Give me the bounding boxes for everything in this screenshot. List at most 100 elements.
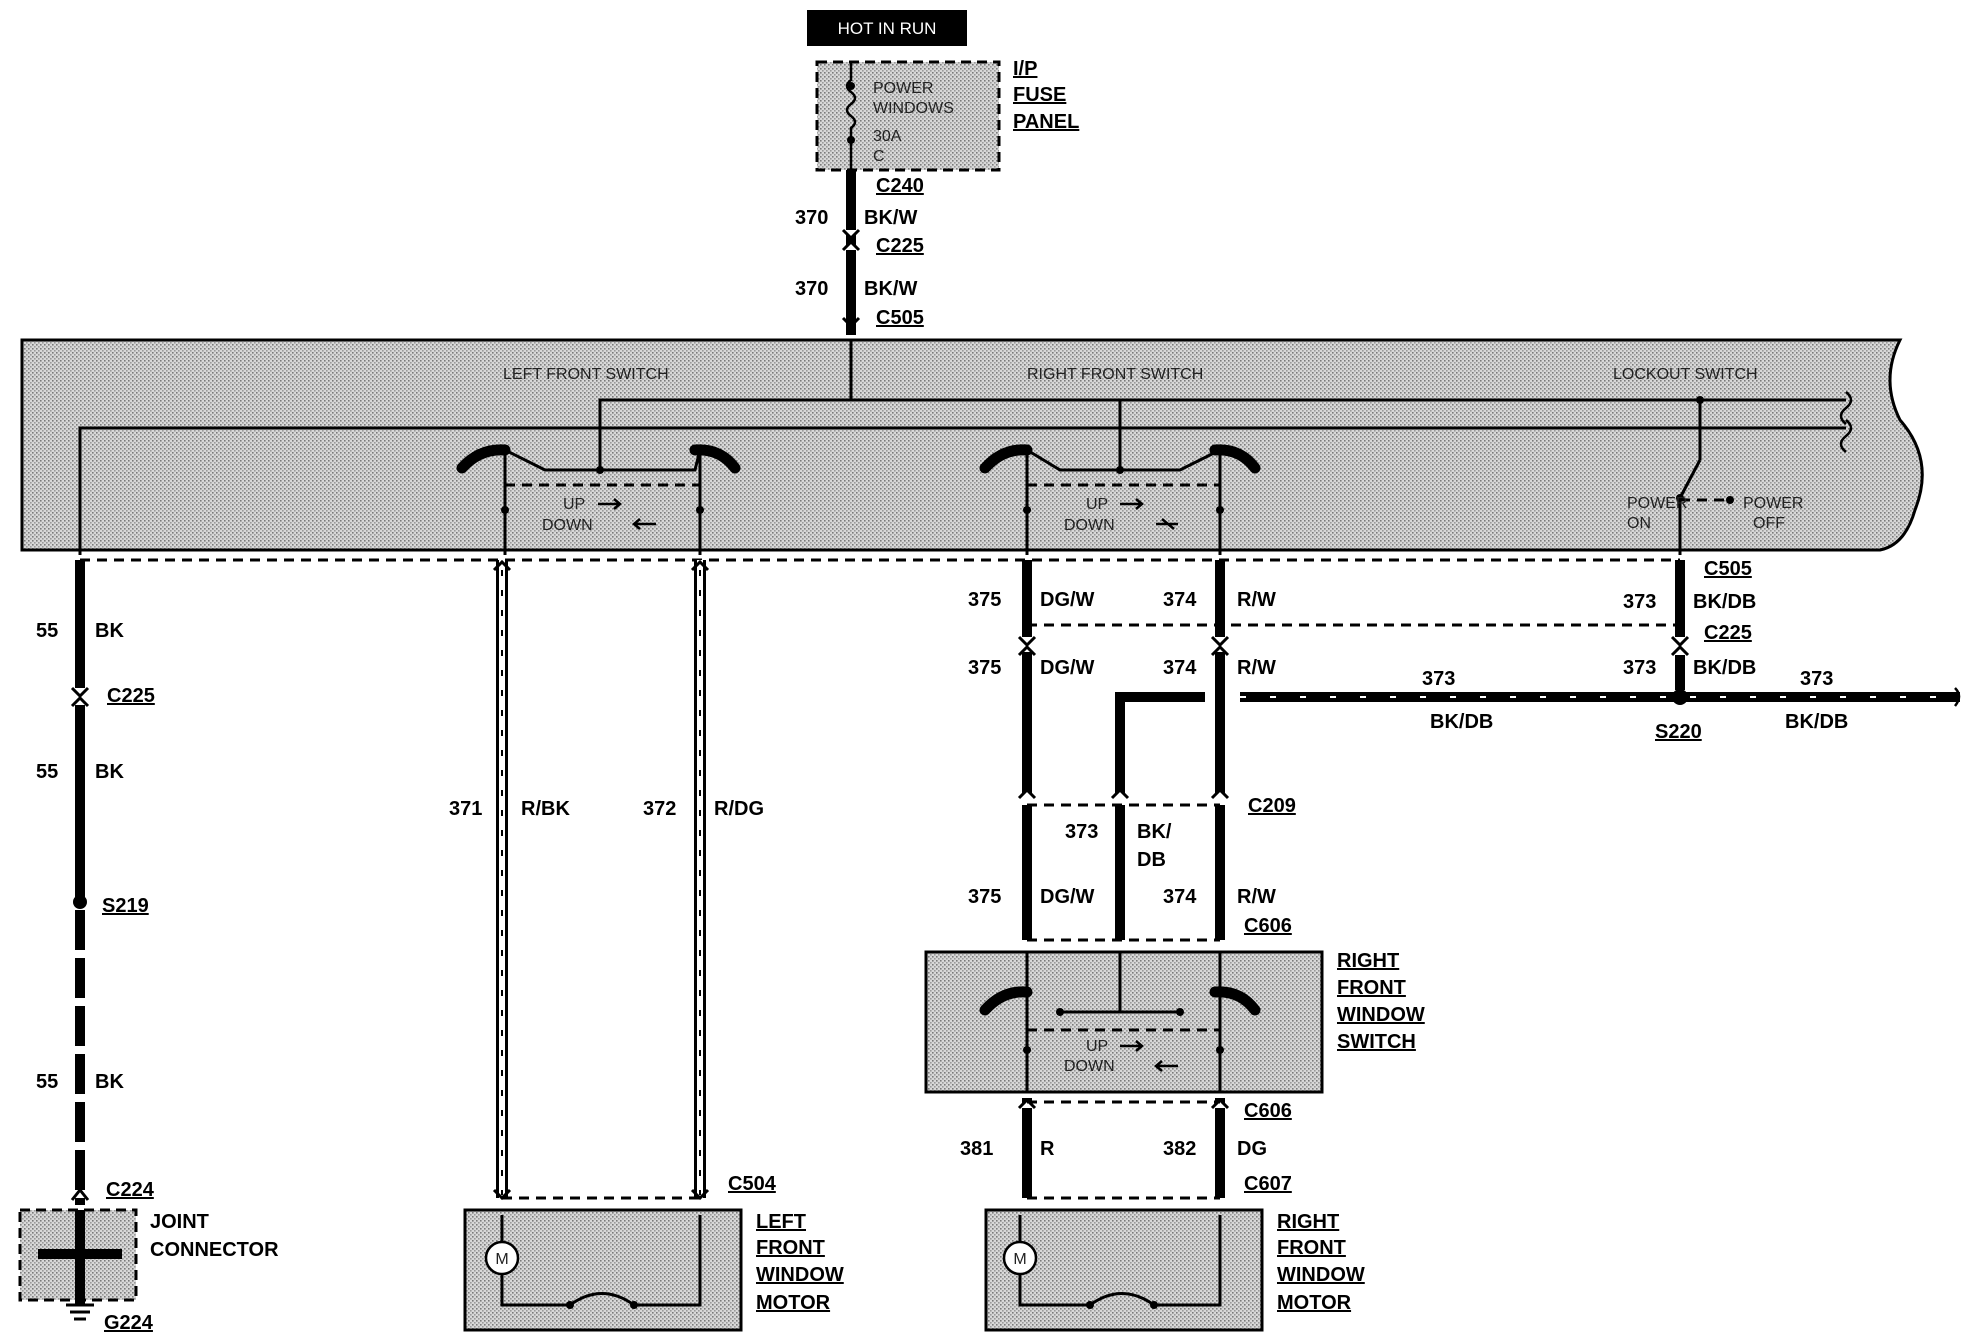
svg-text:C505: C505	[1704, 558, 1752, 580]
master-window-switch: LEFT FRONT SWITCH RIGHT FRONT SWITCH LOC…	[20, 338, 1924, 555]
svg-text:370: 370	[795, 278, 828, 300]
svg-text:CONNECTOR: CONNECTOR	[150, 1239, 279, 1261]
svg-text:MOTOR: MOTOR	[1277, 1292, 1352, 1314]
svg-text:C606: C606	[1244, 1100, 1292, 1122]
svg-text:DOWN: DOWN	[542, 517, 593, 534]
svg-text:372: 372	[643, 798, 676, 820]
svg-text:FRONT: FRONT	[756, 1237, 825, 1259]
svg-text:R/W: R/W	[1237, 886, 1276, 908]
svg-text:R/W: R/W	[1237, 589, 1276, 611]
svg-text:RIGHT: RIGHT	[1277, 1211, 1339, 1233]
svg-text:373: 373	[1623, 657, 1656, 679]
ground-circuit-55: 55 BK C225 55 BK S219 55 BK C224	[36, 560, 155, 1205]
svg-text:POWER: POWER	[1743, 495, 1803, 512]
svg-text:370: 370	[795, 207, 828, 229]
svg-text:FRONT: FRONT	[1337, 977, 1406, 999]
svg-text:R/BK: R/BK	[521, 798, 570, 820]
svg-text:DG/W: DG/W	[1040, 589, 1095, 611]
svg-text:DOWN: DOWN	[1064, 1058, 1115, 1075]
svg-text:55: 55	[36, 1071, 58, 1093]
svg-text:55: 55	[36, 761, 58, 783]
svg-text:BK: BK	[95, 1071, 124, 1093]
svg-text:UP: UP	[1086, 1038, 1108, 1055]
svg-text:S220: S220	[1655, 721, 1702, 743]
svg-text:BK/DB: BK/DB	[1430, 711, 1493, 733]
svg-text:I/P: I/P	[1013, 58, 1037, 80]
svg-text:375: 375	[968, 886, 1001, 908]
svg-text:HOT IN RUN: HOT IN RUN	[838, 19, 937, 38]
svg-text:DG/W: DG/W	[1040, 886, 1095, 908]
svg-text:R/W: R/W	[1237, 657, 1276, 679]
svg-text:C504: C504	[728, 1173, 777, 1195]
svg-text:BK: BK	[95, 620, 124, 642]
svg-text:373: 373	[1065, 821, 1098, 843]
svg-text:PANEL: PANEL	[1013, 111, 1079, 133]
svg-text:FRONT: FRONT	[1277, 1237, 1346, 1259]
svg-text:SWITCH: SWITCH	[1337, 1031, 1416, 1053]
right-front-window-motor: M RIGHT FRONT WINDOW MOTOR	[984, 1208, 1365, 1332]
svg-text:374: 374	[1163, 657, 1197, 679]
feed-wire-370: C240 370 BK/W C225 370 BK/W C505	[795, 170, 924, 335]
svg-text:ON: ON	[1627, 515, 1651, 532]
right-front-window-switch: UP DOWN RIGHT FRONT WINDOW SWITCH	[924, 950, 1425, 1094]
svg-text:C225: C225	[1704, 622, 1752, 644]
svg-text:C505: C505	[876, 307, 924, 329]
svg-text:BK/DB: BK/DB	[1693, 657, 1756, 679]
svg-text:R/DG: R/DG	[714, 798, 764, 820]
svg-text:MOTOR: MOTOR	[756, 1292, 831, 1314]
svg-text:UP: UP	[563, 496, 585, 513]
svg-text:UP: UP	[1086, 496, 1108, 513]
svg-text:C225: C225	[107, 685, 155, 707]
svg-text:382: 382	[1163, 1138, 1196, 1160]
svg-text:C240: C240	[876, 175, 924, 197]
ip-fuse-panel-label: I/P FUSE PANEL	[1013, 58, 1079, 133]
svg-text:30A: 30A	[873, 128, 902, 145]
svg-text:RIGHT: RIGHT	[1337, 950, 1399, 972]
svg-text:DG: DG	[1237, 1138, 1267, 1160]
svg-text:373: 373	[1422, 668, 1455, 690]
svg-text:M: M	[1013, 1251, 1026, 1268]
svg-text:OFF: OFF	[1753, 515, 1785, 532]
svg-text:DOWN: DOWN	[1064, 517, 1115, 534]
svg-text:RIGHT FRONT SWITCH: RIGHT FRONT SWITCH	[1027, 366, 1203, 383]
right-circuit-wires: 375 DG/W 374 R/W 373 BK/DB C505 C225 375…	[968, 558, 1961, 942]
svg-text:C606: C606	[1244, 915, 1292, 937]
svg-text:POWER: POWER	[873, 80, 933, 97]
svg-text:C607: C607	[1244, 1173, 1292, 1195]
svg-text:DB: DB	[1137, 849, 1166, 871]
right-motor-wires: C606 381 R 382 DG C607	[960, 1097, 1292, 1200]
svg-text:374: 374	[1163, 886, 1197, 908]
svg-text:POWER: POWER	[1627, 495, 1687, 512]
svg-text:DG/W: DG/W	[1040, 657, 1095, 679]
svg-text:371: 371	[449, 798, 482, 820]
svg-text:JOINT: JOINT	[150, 1211, 209, 1233]
fuse-panel: POWER WINDOWS 30A C	[815, 60, 1001, 172]
svg-text:FUSE: FUSE	[1013, 84, 1066, 106]
svg-text:WINDOW: WINDOW	[1337, 1004, 1425, 1026]
svg-text:BK/W: BK/W	[864, 278, 917, 300]
svg-text:BK: BK	[95, 761, 124, 783]
hot-in-run-tag: HOT IN RUN	[807, 10, 967, 46]
joint-connector: JOINT CONNECTOR G224	[18, 1208, 279, 1334]
svg-text:M: M	[495, 1251, 508, 1268]
left-front-window-motor: M LEFT FRONT WINDOW MOTOR	[463, 1208, 844, 1332]
svg-text:LEFT: LEFT	[756, 1211, 806, 1233]
svg-text:373: 373	[1800, 668, 1833, 690]
svg-text:S219: S219	[102, 895, 149, 917]
svg-text:WINDOWS: WINDOWS	[873, 100, 954, 117]
svg-text:C: C	[873, 148, 885, 165]
svg-text:BK/: BK/	[1137, 821, 1172, 843]
svg-text:375: 375	[968, 589, 1001, 611]
svg-text:374: 374	[1163, 589, 1197, 611]
svg-text:BK/W: BK/W	[864, 207, 917, 229]
svg-text:WINDOW: WINDOW	[756, 1264, 844, 1286]
svg-text:375: 375	[968, 657, 1001, 679]
svg-text:BK/DB: BK/DB	[1785, 711, 1848, 733]
svg-text:C225: C225	[876, 235, 924, 257]
svg-text:LOCKOUT SWITCH: LOCKOUT SWITCH	[1613, 366, 1758, 383]
svg-text:WINDOW: WINDOW	[1277, 1264, 1365, 1286]
svg-text:373: 373	[1623, 591, 1656, 613]
svg-text:R: R	[1040, 1138, 1055, 1160]
svg-text:C224: C224	[106, 1179, 155, 1201]
